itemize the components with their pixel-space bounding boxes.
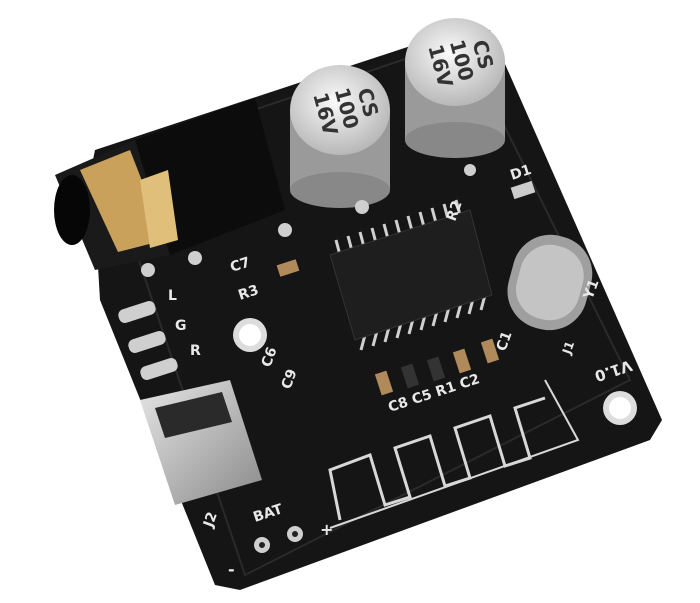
audio-jack (54, 98, 285, 270)
label-j2: J2 (200, 510, 220, 530)
amplifier-ic (329, 199, 493, 351)
jack-gold-contact (80, 150, 165, 252)
label-j1: J1 (559, 339, 577, 357)
label-minus: - (228, 560, 235, 579)
crystal-oscillator (507, 234, 593, 331)
label-g: G (175, 318, 187, 334)
label-r3: R3 (236, 282, 260, 304)
label-y1: Y1 (580, 277, 602, 302)
label-plus: + (320, 520, 333, 539)
label-c6: C6 (259, 345, 281, 369)
label-c7: C7 (228, 254, 252, 275)
label-r2: R2 (444, 199, 466, 224)
capacitor-right: CS 100 16V (405, 18, 505, 158)
micro-usb-port (140, 380, 262, 505)
label-d1: D1 (508, 162, 533, 184)
smd-components (276, 180, 536, 396)
label-c1: C1 (494, 329, 516, 353)
label-c9: C9 (279, 367, 301, 391)
label-l: L (168, 288, 177, 304)
capacitor-left: CS 100 16V (290, 65, 390, 208)
label-r: R (190, 343, 201, 359)
